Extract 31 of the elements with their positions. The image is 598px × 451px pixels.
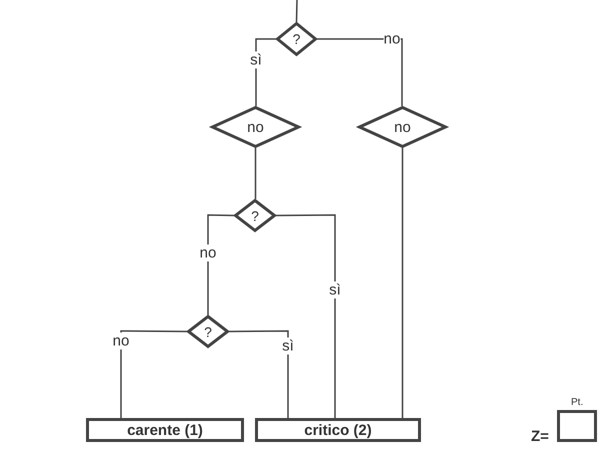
decision-diamond <box>276 22 317 56</box>
result-label: carente (1) <box>127 422 203 438</box>
connector-line <box>254 148 256 199</box>
connector-line <box>317 38 403 106</box>
decision-diamond <box>187 315 229 348</box>
decision-diamond <box>234 199 276 232</box>
connector-line <box>229 330 289 418</box>
edge-label: sì <box>250 52 262 68</box>
result-label: critico (2) <box>304 422 372 438</box>
edge-label: sì <box>282 338 294 354</box>
field-label: Z= <box>531 429 549 444</box>
connector-line <box>276 214 336 418</box>
decision-label: ? <box>251 208 259 222</box>
decision-label: no <box>394 120 411 134</box>
decision-diamond <box>211 106 300 148</box>
decision-label: no <box>247 120 264 134</box>
edge-label: no <box>112 332 130 350</box>
edge-label: no <box>200 244 216 262</box>
connector-line <box>402 148 404 418</box>
connector-line <box>296 0 298 22</box>
connector-line <box>120 330 187 418</box>
result-box <box>86 418 244 442</box>
result-box <box>255 418 421 442</box>
decision-label: ? <box>292 32 300 46</box>
answer-box <box>557 410 597 442</box>
edge-label: sì <box>329 282 341 298</box>
unit-label: Pt. <box>571 398 584 408</box>
connector-line <box>207 214 234 315</box>
decision-diamond <box>358 106 447 148</box>
connector-line <box>255 38 276 106</box>
decision-label: ? <box>204 324 212 338</box>
